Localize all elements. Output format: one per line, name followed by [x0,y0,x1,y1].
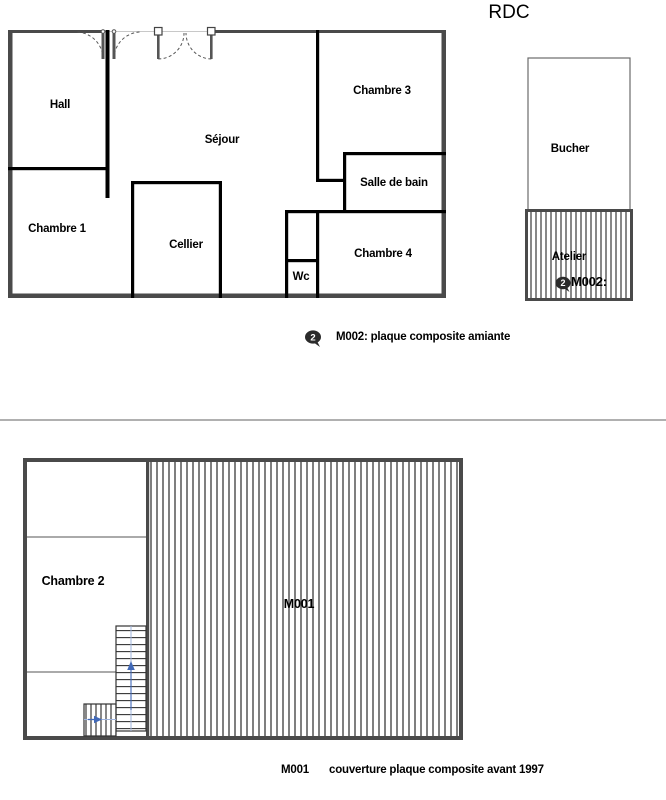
legend-code-m001: M001 [281,764,309,776]
legend-text-m002: M002: plaque composite amiante [336,331,511,343]
legend-text-m001: couverture plaque composite avant 1997 [329,764,544,776]
room-label-bucher: Bucher [550,143,590,155]
area-label-m001: M001 [283,597,315,611]
room-label-wc: Wc [292,271,310,283]
staircase-icon [115,625,147,732]
page-title: RDC [488,2,530,23]
room-label-hall: Hall [49,99,71,111]
atelier-marker-icon: 2 [555,276,571,292]
room-label-atelier: Atelier [551,251,587,263]
roof-interior-wall [146,458,150,740]
room-label-chambre-4: Chambre 4 [354,248,412,260]
m001-hatched-area [148,460,461,738]
roof-plan-group [23,458,463,740]
door-symbols [75,26,216,60]
room-label-chambre-3: Chambre 3 [353,85,411,97]
svg-text:2: 2 [560,278,565,288]
room-label-sejour: Séjour [204,134,240,146]
rdc-plan-group: 2 2 [8,26,633,347]
roof-outer-walls [23,458,463,740]
svg-text:2: 2 [310,332,315,343]
rdc-interior-walls [8,30,446,298]
arrow-up-icon [127,661,135,670]
marker-code-m002: M002: [571,274,607,289]
legend-marker-icon: 2 [305,330,321,347]
room-label-chambre-2: Chambre 2 [41,574,105,588]
room-label-salle-de-bain: Salle de bain [360,177,428,189]
stair-landing-icon [83,703,117,737]
room-label-cellier: Cellier [169,239,203,251]
room-label-chambre-1: Chambre 1 [28,223,86,235]
annex-group [525,57,633,301]
